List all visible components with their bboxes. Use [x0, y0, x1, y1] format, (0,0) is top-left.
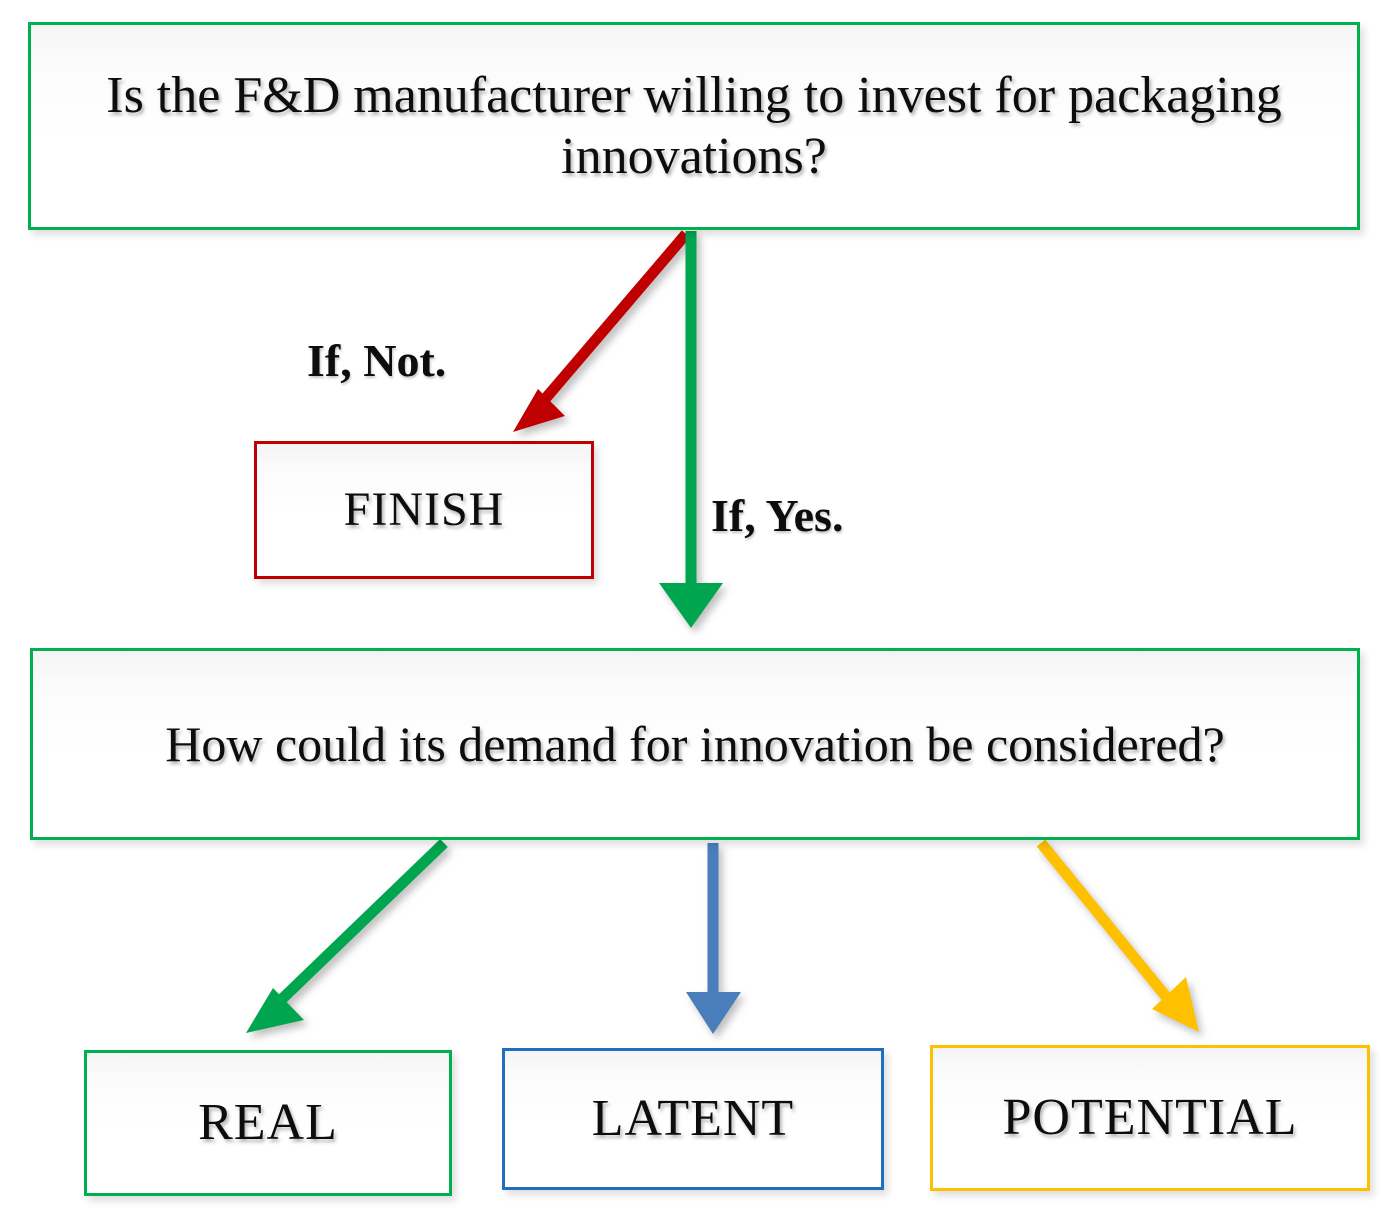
terminal-node-finish[interactable]: FINISH	[254, 441, 594, 579]
decision-node-demand-label: How could its demand for innovation be c…	[165, 715, 1225, 772]
arrow-to-latent	[686, 843, 741, 1034]
arrow-if-not	[513, 230, 691, 432]
outcome-node-latent-label: LATENT	[591, 1090, 795, 1148]
edge-label-if-yes: If, Yes.	[711, 490, 844, 541]
outcome-node-potential[interactable]: POTENTIAL	[930, 1045, 1370, 1191]
outcome-node-real[interactable]: REAL	[84, 1050, 452, 1196]
arrow-to-potential	[1036, 839, 1199, 1032]
arrow-to-real	[246, 839, 448, 1033]
terminal-node-finish-label: FINISH	[343, 482, 505, 536]
decision-node-invest[interactable]: Is the F&D manufacturer willing to inves…	[28, 22, 1360, 230]
edge-label-if-not: If, Not.	[307, 335, 447, 386]
arrow-if-yes	[659, 231, 723, 628]
decision-node-invest-label: Is the F&D manufacturer willing to inves…	[106, 66, 1282, 185]
decision-node-demand[interactable]: How could its demand for innovation be c…	[30, 648, 1360, 840]
outcome-node-real-label: REAL	[198, 1094, 338, 1152]
outcome-node-latent[interactable]: LATENT	[502, 1048, 884, 1190]
outcome-node-potential-label: POTENTIAL	[1002, 1089, 1298, 1147]
